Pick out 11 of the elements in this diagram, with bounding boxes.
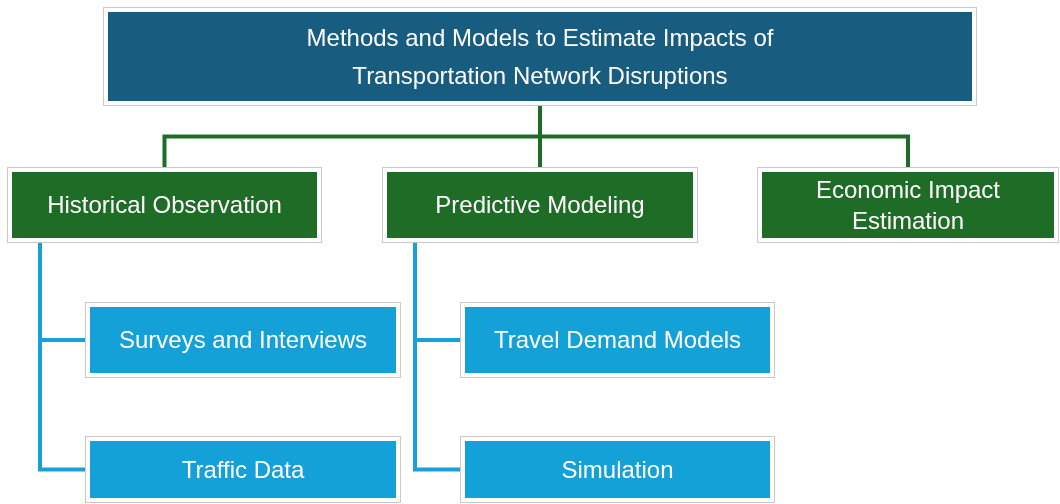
box-label: Traffic Data xyxy=(180,454,306,485)
connector-line xyxy=(413,242,461,472)
box-label: Predictive Modeling xyxy=(434,190,646,220)
box-label: Surveys and Interviews xyxy=(117,325,369,355)
box-label: Travel Demand Models xyxy=(492,325,743,355)
box-label: Historical Observation xyxy=(46,190,283,220)
box-label: Economic Impact Estimation xyxy=(814,175,1002,236)
box-label: Simulation xyxy=(560,454,675,485)
box-label: Methods and Models to Estimate Impacts of Transportation Network Disruptions xyxy=(305,22,775,91)
connector-line xyxy=(538,105,910,168)
connector-line xyxy=(38,242,86,472)
